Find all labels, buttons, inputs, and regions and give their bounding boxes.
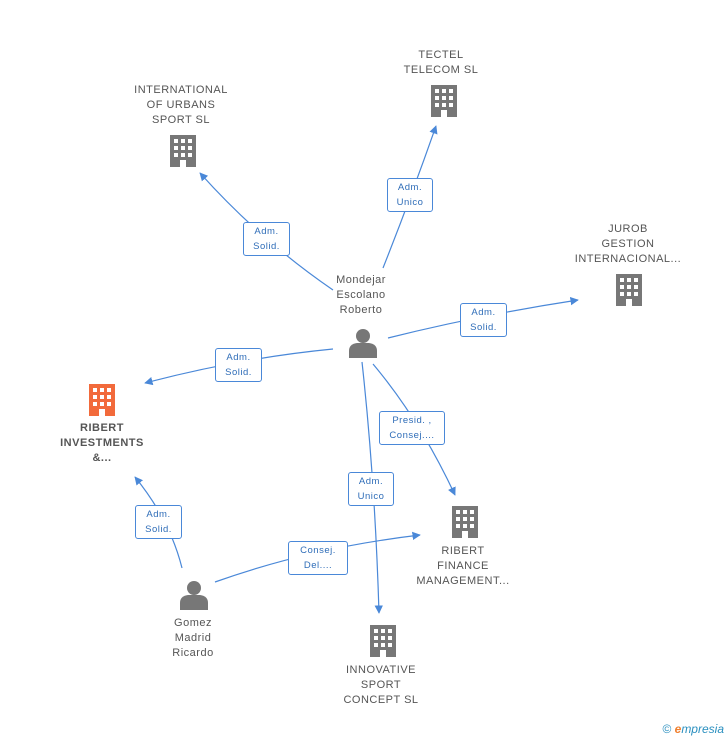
node-label-line: OF URBANS (146, 99, 216, 111)
brand-logo-e: e (674, 722, 682, 736)
node-label-line: SPORT (360, 679, 402, 691)
edge-label-e8[interactable]: Consej. Del.... (288, 541, 348, 575)
edge-label-line: Adm. (471, 307, 496, 318)
node-label-line: INNOVATIVE (346, 664, 416, 676)
building-icon (431, 85, 457, 117)
node-label-line: TECTEL (418, 49, 464, 61)
edge-label-e6[interactable]: Adm. Unico (348, 472, 394, 506)
edge-label-line: Unico (396, 197, 424, 208)
node-label-line: Mondejar (336, 274, 386, 286)
building-icon (370, 625, 396, 657)
node-label-line: RIBERT (441, 545, 485, 557)
edge-label-line: Solid. (225, 367, 252, 378)
copyright-icon: © (662, 722, 672, 736)
node-label-line: FINANCE (437, 560, 489, 572)
edge-label-e2[interactable]: Adm. Unico (387, 178, 433, 212)
edge-label-line: Adm. (254, 226, 279, 237)
node-label-line: INTERNATIONAL (134, 84, 228, 96)
edge-label-line: Adm. (358, 476, 384, 487)
building-icon (452, 506, 478, 538)
brand-logo-text: mpresia (681, 722, 724, 736)
node-tectel[interactable]: TECTEL TELECOM SL (385, 48, 497, 78)
node-label-line: RIBERT (80, 422, 124, 434)
node-label-line: Roberto (339, 304, 383, 316)
edge-label-e7[interactable]: Adm. Solid. (135, 505, 182, 539)
edge-label-line: Adm. (397, 182, 423, 193)
node-label-line: &... (92, 452, 112, 464)
edge-label-line: Solid. (470, 322, 497, 333)
person-icon (349, 329, 377, 358)
edge-label-line: Consej. (300, 545, 336, 556)
node-label-line: TELECOM SL (403, 64, 479, 76)
edge-label-line: Unico (357, 491, 385, 502)
node-label-line: Escolano (336, 289, 386, 301)
node-label-line: SPORT SL (151, 114, 210, 126)
node-jurob[interactable]: JUROB GESTION INTERNACIONAL... (568, 222, 688, 267)
node-label-line: JUROB (608, 223, 648, 235)
edge-label-line: Del.... (303, 560, 333, 571)
node-label-line: Ricardo (172, 647, 214, 659)
node-gomez[interactable]: Gomez Madrid Ricardo (148, 616, 238, 661)
node-innovative[interactable]: INNOVATIVE SPORT CONCEPT SL (324, 663, 438, 708)
node-label-line: INVESTMENTS (60, 437, 144, 449)
node-label-line: Gomez (174, 617, 212, 629)
footer-brand: © empresia (662, 722, 724, 736)
edge-label-e3[interactable]: Adm. Solid. (460, 303, 507, 337)
edges (134, 125, 579, 614)
edge-label-e1[interactable]: Adm. Solid. (243, 222, 290, 256)
icons (89, 85, 642, 657)
edge-label-line: Solid. (253, 241, 280, 252)
node-label-line: MANAGEMENT... (416, 575, 510, 587)
edge-label-line: Adm. (146, 509, 171, 520)
node-ribert-finance[interactable]: RIBERT FINANCE MANAGEMENT... (405, 544, 521, 589)
edge-label-line: Presid. , (392, 415, 432, 426)
node-label-line: INTERNACIONAL... (574, 253, 682, 265)
node-mondejar[interactable]: Mondejar Escolano Roberto (316, 273, 406, 318)
building-icon (89, 384, 115, 416)
node-label-line: GESTION (601, 238, 655, 250)
building-icon (616, 274, 642, 306)
person-icon (180, 581, 208, 610)
edge-label-line: Adm. (226, 352, 251, 363)
node-ribert-investments[interactable]: RIBERT INVESTMENTS &... (42, 421, 162, 466)
node-international[interactable]: INTERNATIONAL OF URBANS SPORT SL (118, 83, 244, 128)
edge-label-line: Consej.... (389, 430, 435, 441)
edge-label-e4[interactable]: Adm. Solid. (215, 348, 262, 382)
node-label-line: CONCEPT SL (343, 694, 419, 706)
edge-label-e5[interactable]: Presid. , Consej.... (379, 411, 445, 445)
edge-label-line: Solid. (145, 524, 172, 535)
building-icon (170, 135, 196, 167)
node-label-line: Madrid (174, 632, 212, 644)
